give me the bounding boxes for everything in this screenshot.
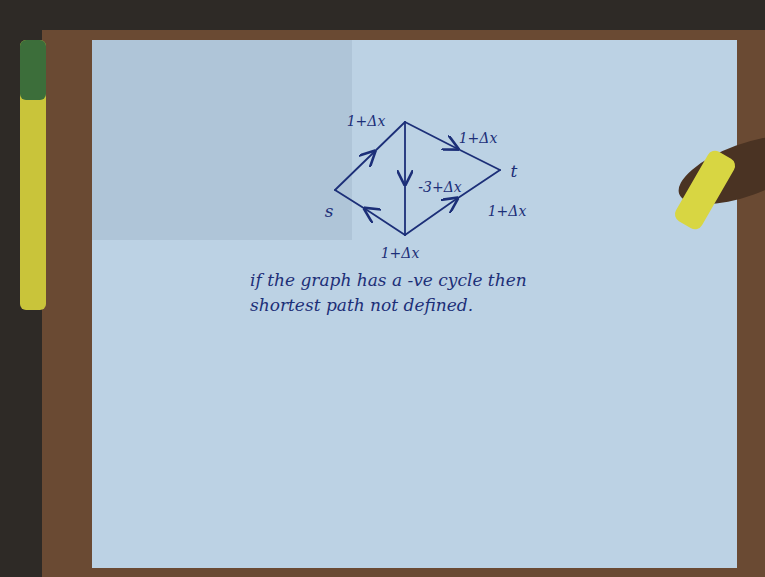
note-text: if the graph has a -ve cycle then shorte…: [250, 268, 570, 317]
edge-weight: 1+Δx: [459, 131, 498, 146]
edge-weight: 1+Δx: [381, 246, 420, 261]
edge-weight: 1+Δx: [347, 114, 386, 129]
graph-edge: [335, 122, 405, 190]
graph-edge: [404, 122, 406, 235]
shadow: [92, 40, 352, 240]
marker-pen: [20, 40, 46, 310]
graph-edge: [405, 170, 500, 235]
held-marker: [672, 148, 738, 232]
board-frame: [42, 30, 765, 577]
marker-cap: [20, 40, 46, 100]
edge-weight: 1+Δx: [488, 204, 527, 219]
vertex-label: t: [511, 162, 518, 181]
graph-edge: [335, 190, 405, 235]
edge-weight: -3+Δx: [418, 180, 461, 195]
vertex-label: s: [325, 202, 334, 221]
paper-sheet: [92, 40, 737, 568]
graph-edge: [405, 122, 500, 170]
